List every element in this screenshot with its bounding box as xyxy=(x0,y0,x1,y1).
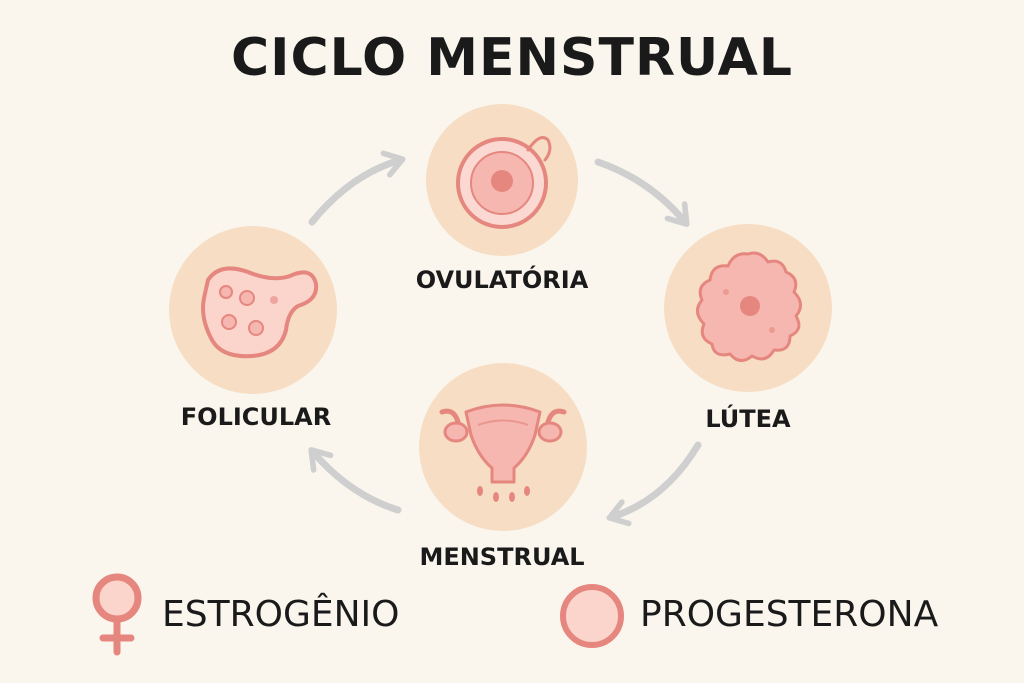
diagram-title: CICLO MENSTRUAL xyxy=(230,28,793,88)
phase-label-lutea: LÚTEA xyxy=(705,405,791,433)
phase-label-menstrual: MENSTRUAL xyxy=(419,543,585,571)
legend-progesterona-label: PROGESTERONA xyxy=(640,594,939,635)
phase-ovulatoria xyxy=(426,104,578,256)
phase-label-folicular: FOLICULAR xyxy=(180,403,332,431)
phase-label-ovulatoria: OVULATÓRIA xyxy=(415,266,589,294)
arrow-ovulatoria-to-lutea xyxy=(594,158,690,227)
ovum-icon xyxy=(456,136,552,229)
arrow-lutea-to-menstrual xyxy=(606,441,702,527)
phase-menstrual xyxy=(419,363,587,531)
follicle-icon xyxy=(201,266,319,359)
arrow-menstrual-to-folicular xyxy=(308,447,402,514)
circle-icon xyxy=(560,584,624,648)
phase-folicular xyxy=(169,226,337,394)
uterus-icon xyxy=(439,403,567,502)
legend-estrogenio-label: ESTROGÊNIO xyxy=(162,594,400,635)
phase-lutea xyxy=(664,224,832,392)
corpus-luteum-icon xyxy=(696,251,802,362)
female-symbol-icon xyxy=(92,573,142,656)
arrow-folicular-to-ovulatoria xyxy=(308,150,406,226)
